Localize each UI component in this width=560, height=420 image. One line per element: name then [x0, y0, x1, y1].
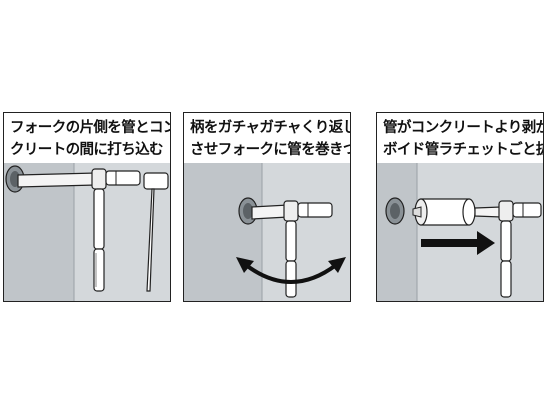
step-1-caption-line2: クリートの間に打ち込む [10, 142, 164, 158]
hammer-head [143, 172, 169, 190]
extracted-void-tube [420, 198, 470, 226]
step-3-panel: 管がコンクリートより剥がれたら ボイド管ラチェットごと抜き取る [376, 112, 544, 302]
pull-arrow-head [477, 231, 495, 255]
step-1-caption-line1: フォークの片側を管とコン [10, 120, 171, 136]
ratchet-socket [512, 202, 542, 218]
ratchet-socket [297, 202, 333, 218]
ratchet-handle [500, 220, 512, 262]
step-1-caption: フォークの片側を管とコン クリートの間に打ち込む [10, 117, 171, 161]
step-3-caption: 管がコンクリートより剥がれたら ボイド管ラチェットごと抜き取る [383, 117, 543, 161]
ratchet-socket [105, 170, 141, 186]
fork-shaft [17, 172, 97, 188]
step-1-illustration [4, 163, 170, 301]
ratchet-handle [93, 188, 105, 250]
step-2-caption-line1: 柄をガチャガチャくり返し往復 [190, 120, 350, 136]
step-3-illustration [377, 163, 543, 301]
step-3-caption-line1: 管がコンクリートより剥がれたら [383, 120, 543, 136]
ratchet-head [91, 168, 107, 190]
back-and-forth-arrow [244, 263, 338, 284]
step-2-caption: 柄をガチャガチャくり返し往復 させフォークに管を巻きつける [190, 117, 350, 161]
ratchet-handle [285, 220, 297, 262]
step-2-panel: 柄をガチャガチャくり返し往復 させフォークに管を巻きつける [183, 112, 351, 302]
ratchet-head [498, 200, 514, 222]
arrow-right-head [328, 257, 346, 273]
arrow-left-head [236, 257, 254, 273]
step-2-caption-line2: させフォークに管を巻きつける [190, 142, 350, 158]
step-3-caption-line2: ボイド管ラチェットごと抜き取る [383, 142, 543, 158]
step-1-panel: フォークの片側を管とコン クリートの間に打ち込む [3, 112, 171, 302]
ratchet-head [283, 200, 299, 222]
step-2-illustration [184, 163, 350, 301]
hammer-handle [146, 188, 155, 292]
pull-arrow-shaft [421, 239, 477, 247]
